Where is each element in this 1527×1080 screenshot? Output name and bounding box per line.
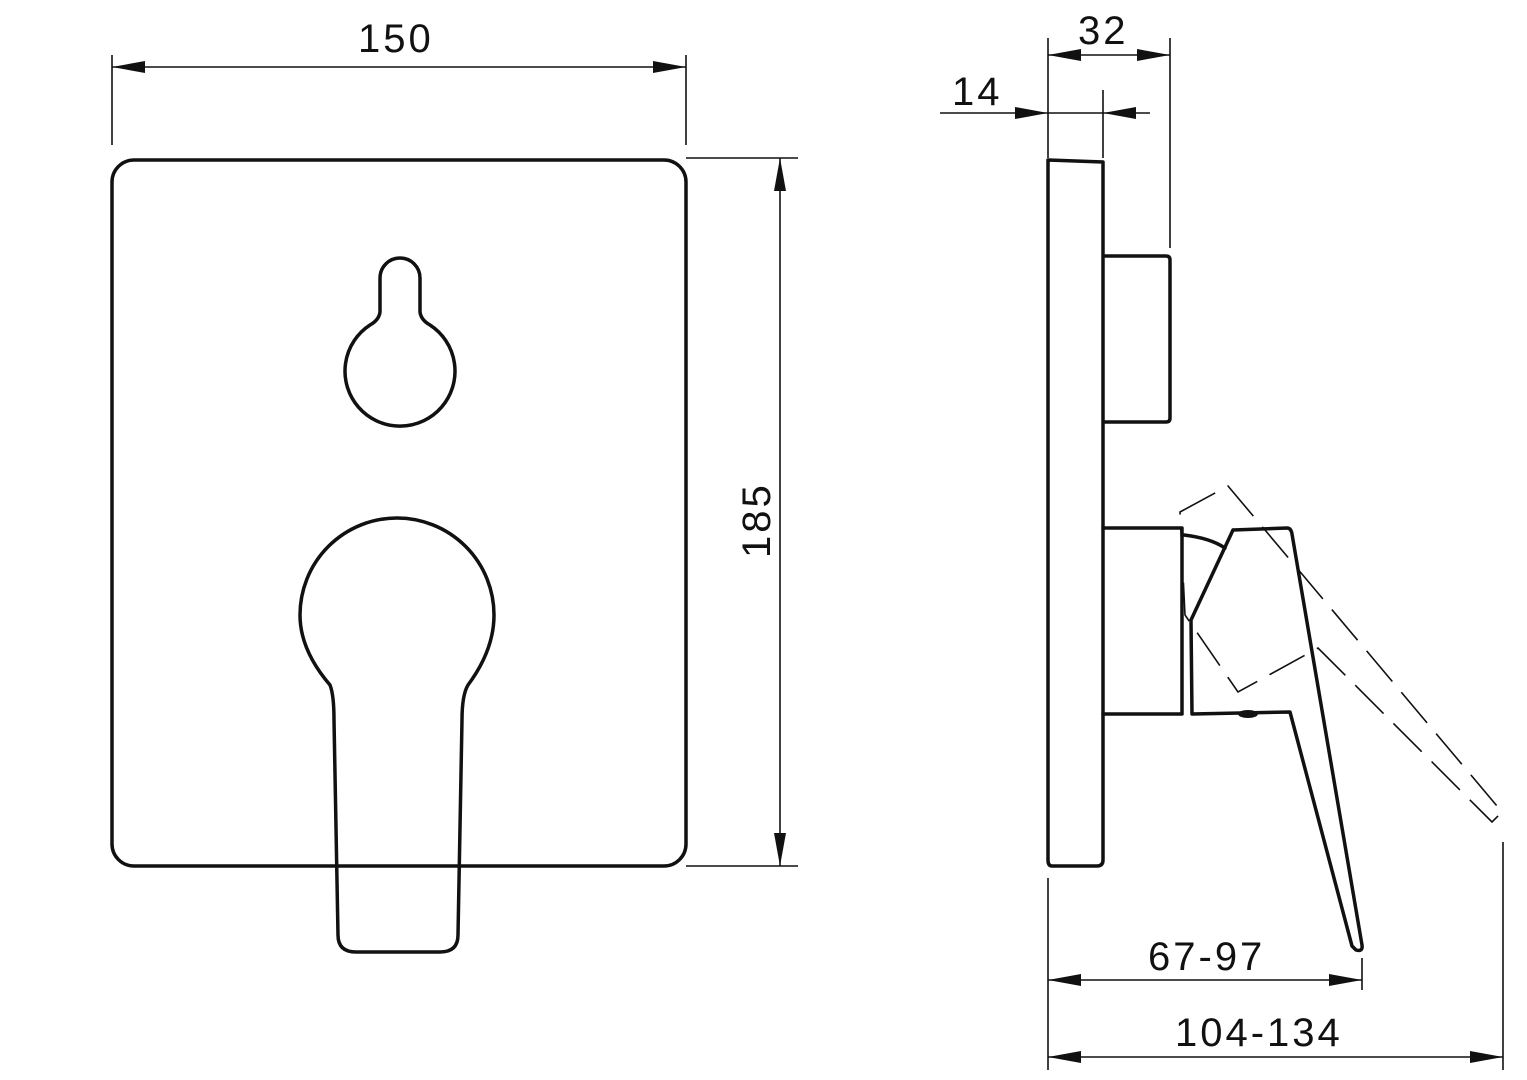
dimension-width: 150 <box>111 17 687 145</box>
dimension-label-67-97: 67-97 <box>1148 935 1265 979</box>
side-plate <box>1046 158 1105 868</box>
side-lever <box>1189 526 1364 953</box>
dimension-label-14: 14 <box>952 70 1003 114</box>
lever-alternate-position <box>1179 484 1504 824</box>
dimension-label-185: 185 <box>735 482 779 558</box>
dimension-104-134: 104-134 <box>1048 842 1504 1070</box>
keyhole-opening <box>343 256 457 428</box>
front-view <box>110 158 688 954</box>
dimension-32: 32 <box>1047 9 1171 248</box>
dimension-67-97: 67-97 <box>1047 878 1363 1070</box>
dimension-label-150: 150 <box>358 17 434 61</box>
front-lever-handle <box>298 516 496 954</box>
side-valve-body <box>1101 526 1184 716</box>
side-view <box>1046 158 1504 953</box>
side-cartridge-box <box>1103 254 1172 424</box>
side-arc <box>1182 533 1227 550</box>
dimension-height: 185 <box>686 157 798 867</box>
set-screw <box>1238 710 1258 718</box>
cover-plate <box>110 158 688 868</box>
dimension-14: 14 <box>940 70 1150 158</box>
dimension-label-32: 32 <box>1078 9 1129 53</box>
dimension-label-104-134: 104-134 <box>1175 1011 1343 1055</box>
